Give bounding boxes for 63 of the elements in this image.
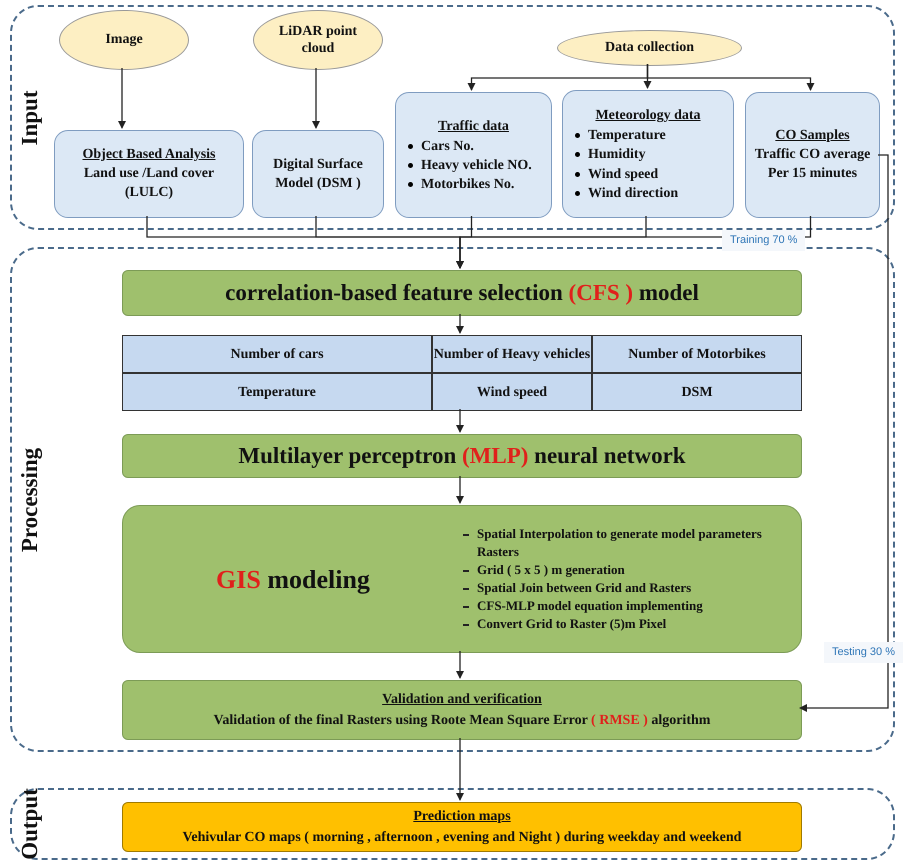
list-item: Grid ( 5 x 5 ) m generation [477, 561, 625, 579]
section-band [10, 247, 895, 752]
list-item: Motorbikes No. [421, 176, 514, 194]
list-item: Convert Grid to Raster (5)m Pixel [477, 614, 666, 633]
edge-label: Testing 30 % [824, 642, 903, 662]
list-item: Cars No. [421, 138, 474, 156]
list-item: CFS-MLP model equation implementing [477, 596, 703, 615]
table-cell: Number of Heavy vehicles [432, 335, 592, 373]
section-band [10, 788, 895, 860]
process-box [122, 680, 802, 740]
box-heading: Prediction maps [413, 808, 511, 826]
list-item: Wind speed [588, 166, 658, 184]
box-heading: Object Based Analysis [82, 146, 216, 164]
ellipse-label: Data collection [604, 39, 696, 57]
feature-table [122, 335, 802, 411]
box-heading: Traffic data [438, 118, 509, 136]
box-title: GIS modeling [216, 564, 370, 596]
box-heading: Validation and verification [382, 691, 542, 709]
arrow [646, 64, 814, 91]
box-text: Vehivular CO maps ( morning , afternoon , evening and Night ) during weekday and weekend [182, 829, 742, 847]
section-band [10, 5, 895, 230]
list-item: Temperature [588, 127, 666, 145]
table-cell: DSM [592, 373, 802, 411]
list-item: Spatial Join between Grid and Rasters [477, 579, 692, 597]
process-box [122, 270, 802, 316]
ellipse-label: LiDAR point cloud [278, 22, 358, 58]
input-box [562, 90, 734, 218]
arrow [456, 314, 464, 334]
list-item: Wind direction [588, 184, 678, 203]
input-box [252, 130, 384, 218]
box-text: Traffic CO average Per 15 minutes [754, 146, 871, 183]
list-item: Heavy vehicle NO. [421, 156, 532, 175]
section-title: Input [18, 90, 41, 145]
input-box [54, 130, 244, 218]
table-cell: Temperature [122, 373, 432, 411]
section-title: Processing [18, 447, 41, 552]
arrow [456, 476, 464, 504]
output-box [122, 802, 802, 852]
list-item: Spatial Interpolation to generate model parameters Rasters [477, 525, 763, 562]
box-text: Land use /Land cover (LULC) [82, 164, 216, 202]
arrow [456, 409, 464, 433]
box-heading: CO Samples [775, 127, 850, 144]
arrow [118, 68, 126, 129]
arrow [456, 738, 464, 801]
arrow [456, 651, 464, 679]
process-box [122, 505, 802, 653]
box-text: Validation of the final Rasters using Roote Mean Square Error ( RMSE ) algorithm [214, 712, 710, 730]
input-box [745, 92, 880, 218]
table-cell: Wind speed [432, 373, 592, 411]
arrow [799, 154, 889, 712]
ellipse-label: Image [104, 31, 144, 49]
box-heading: Meteorology data [595, 107, 701, 125]
edge-label: Training 70 % [722, 230, 806, 250]
table-cell: Number of cars [122, 335, 432, 373]
box-title: correlation-based feature selection (CFS ) model [225, 278, 699, 307]
box-title: Multilayer perceptron (MLP) neural network [238, 442, 686, 470]
arrow [312, 68, 320, 129]
process-box [122, 434, 802, 478]
box-text: Digital Surface Model (DSM ) [272, 156, 364, 193]
input-box [395, 92, 552, 218]
section-title: Output [18, 788, 41, 860]
table-cell: Number of Motorbikes [592, 335, 802, 373]
list-item: Humidity [588, 146, 646, 164]
